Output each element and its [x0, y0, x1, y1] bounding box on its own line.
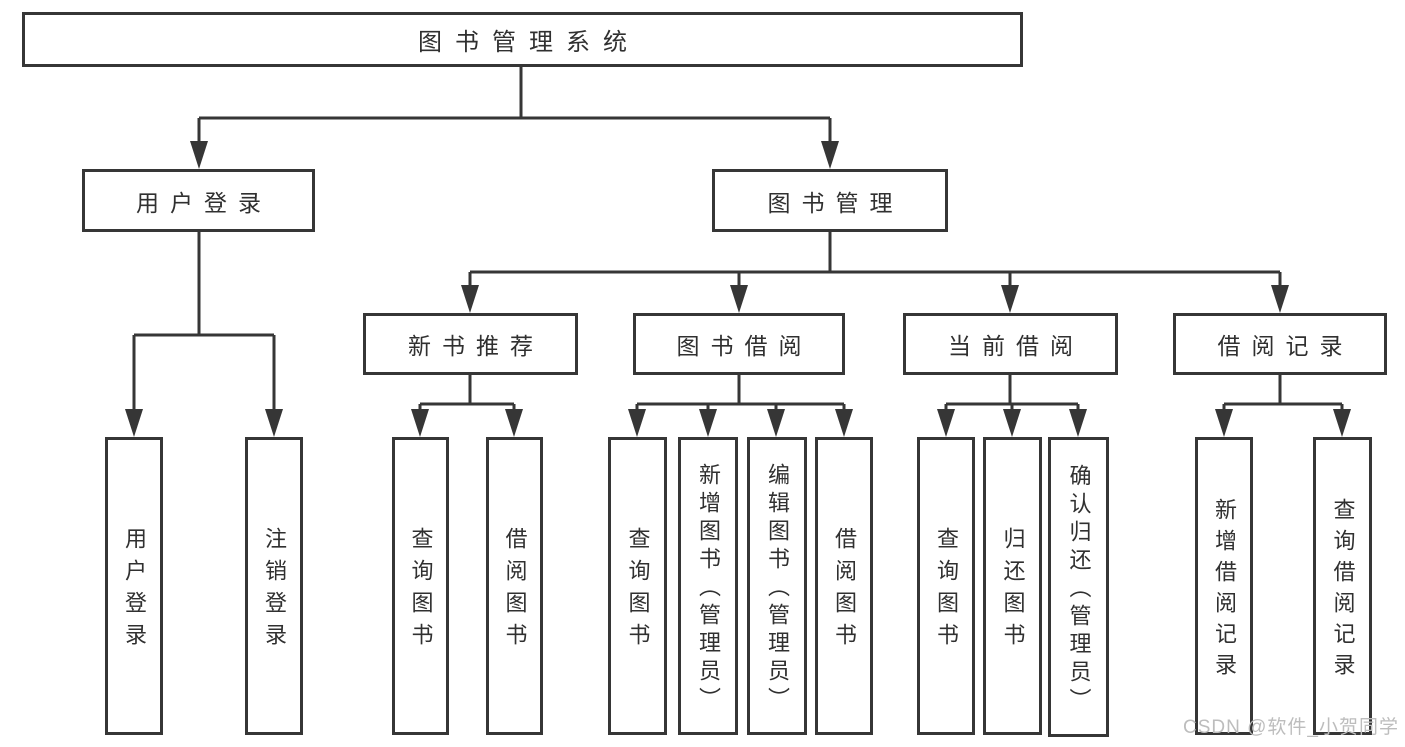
node-book-borrow: 图书借阅 [633, 313, 845, 375]
arrow-down-icon [411, 409, 429, 437]
node-book-management: 图书管理 [712, 169, 948, 232]
arrowheads [125, 141, 1351, 437]
leaf-cb-confirm-return-admin: 确认归还（管理员） [1048, 437, 1109, 737]
leaf-cb-query-books: 查询图书 [917, 437, 975, 735]
arrow-down-icon [730, 285, 748, 313]
arrow-down-icon [125, 409, 143, 437]
leaf-br-query-record: 查询借阅记录 [1313, 437, 1372, 735]
arrow-down-icon [699, 409, 717, 437]
leaf-bb-borrow-books: 借阅图书 [815, 437, 873, 735]
node-library-management-system: 图书管理系统 [22, 12, 1023, 67]
arrow-down-icon [1215, 409, 1233, 437]
arrow-down-icon [1271, 285, 1289, 313]
connector-path [132, 67, 1344, 412]
arrow-down-icon [821, 141, 839, 169]
arrow-down-icon [1001, 285, 1019, 313]
watermark: CSDN @软件_小贺同学 [1183, 717, 1399, 738]
arrow-down-icon [265, 409, 283, 437]
arrow-down-icon [835, 409, 853, 437]
arrow-down-icon [1003, 409, 1021, 437]
leaf-bb-query-books: 查询图书 [608, 437, 667, 735]
leaf-cb-return-books: 归还图书 [983, 437, 1042, 735]
leaf-br-add-record: 新增借阅记录 [1195, 437, 1253, 735]
leaf-nbr-query-books: 查询图书 [392, 437, 449, 735]
arrow-down-icon [1333, 409, 1351, 437]
arrow-down-icon [767, 409, 785, 437]
leaf-bb-add-books-admin: 新增图书（管理员） [678, 437, 738, 735]
node-new-book-recommend: 新书推荐 [363, 313, 578, 375]
arrow-down-icon [190, 141, 208, 169]
node-borrow-records: 借阅记录 [1173, 313, 1387, 375]
node-user-login: 用户登录 [82, 169, 315, 232]
leaf-nbr-borrow-books: 借阅图书 [486, 437, 543, 735]
arrow-down-icon [937, 409, 955, 437]
arrow-down-icon [505, 409, 523, 437]
arrow-down-icon [1069, 409, 1087, 437]
node-current-borrow: 当前借阅 [903, 313, 1118, 375]
leaf-bb-edit-books-admin: 编辑图书（管理员） [747, 437, 807, 735]
arrow-down-icon [628, 409, 646, 437]
arrow-down-icon [461, 285, 479, 313]
leaf-user-login: 用户登录 [105, 437, 163, 735]
leaf-logout: 注销登录 [245, 437, 303, 735]
